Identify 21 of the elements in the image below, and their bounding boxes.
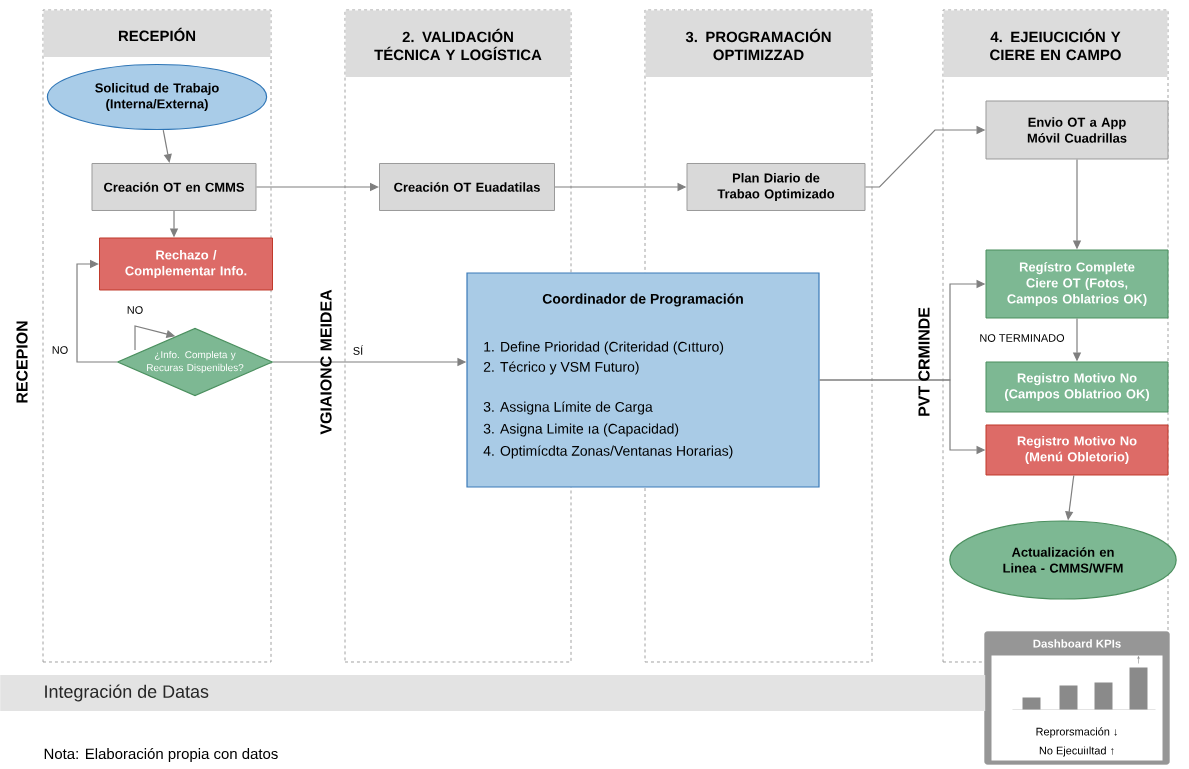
process-box: Registro Motivo No (Menú Obletorio): [985, 424, 1169, 476]
edge-label: SÍ: [351, 343, 365, 357]
edge-label: NO: [125, 304, 145, 316]
dashboard-card: Dashboard KPIs Reprorsmación ↓ No Ejecuiıltad ↑: [984, 631, 1170, 765]
lane-label: VGIAIONC MEIDEA: [320, 289, 332, 435]
arrow: [162, 129, 172, 163]
edge-label: NO: [50, 344, 70, 356]
source-note: Nota: Elaboración propia con datos: [44, 747, 278, 763]
arrow: [76, 259, 118, 363]
process-box: Envio OT a App Móvil Cuadrillas: [985, 100, 1169, 160]
edge-label: NO TERMINADO: [977, 332, 1067, 344]
process-box: Creación OT Euadatilas: [379, 163, 555, 211]
process-box: Registro Motivo No (Campos Oblatrioo OK): [985, 361, 1169, 413]
process-box: Regístro Complete Ciere OT (Fotos, Campos Oblatrios OK): [985, 249, 1169, 319]
process-box: Coordinador de Programación 1. Define Prioridad (Criteridad (Cıtturo) 2. Técrico y VSM Futuro) 3. Assigna Límite de Carga 3. Asigna Limite ıa (Capacidad) 4. Optimícdta Zonas/Ventanas Horarias): [466, 272, 820, 488]
process-box: Plan Diario de Trabao Optimizado: [686, 163, 866, 211]
lane-label: RECEPION: [16, 321, 28, 403]
banner: Integración de Datas: [0, 675, 986, 711]
process-box: Rechazo / Complementar Info.: [99, 237, 273, 291]
process-box: Creación OT en CMMS: [91, 163, 257, 211]
lane-label: PVT CRMINDE: [918, 307, 930, 416]
